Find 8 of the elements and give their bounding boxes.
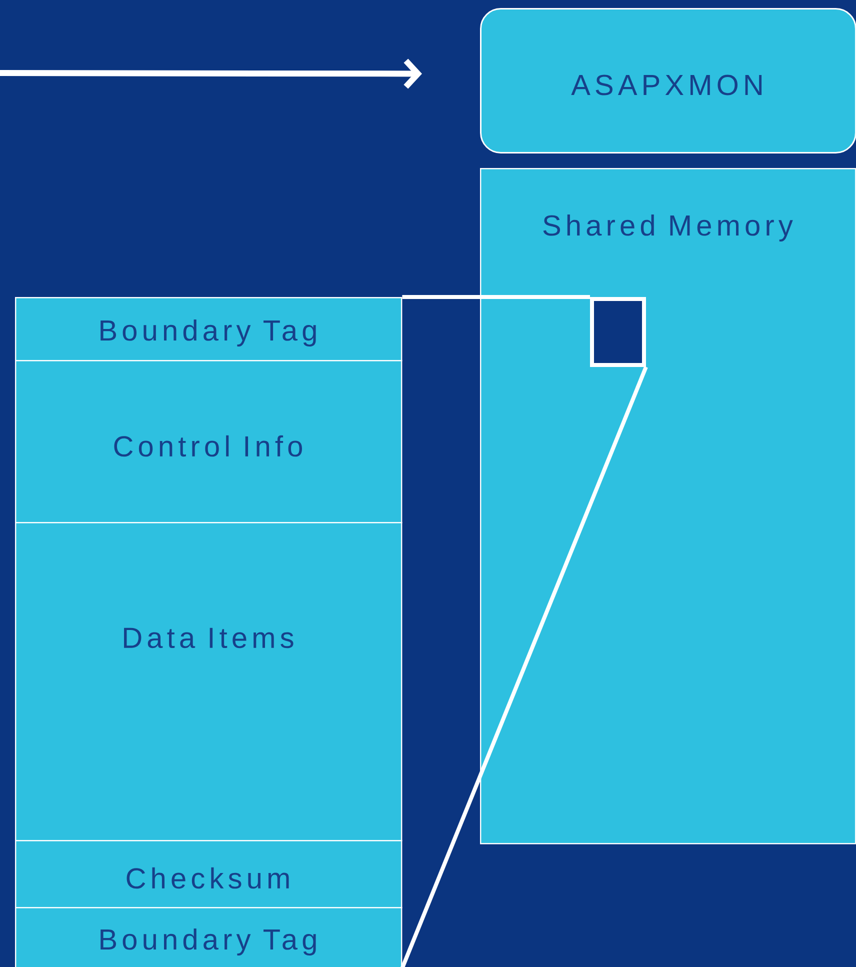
highlight-box [590, 297, 646, 367]
arrow [0, 58, 422, 89]
memory-block: Checksum [15, 840, 402, 908]
zoom-line [402, 295, 590, 299]
memory-block: Shared Memory [480, 168, 856, 844]
memory-block: Boundary Tag [15, 907, 402, 967]
process-box: ASAPXMON [480, 8, 856, 154]
memory-block: Boundary Tag [15, 297, 402, 362]
